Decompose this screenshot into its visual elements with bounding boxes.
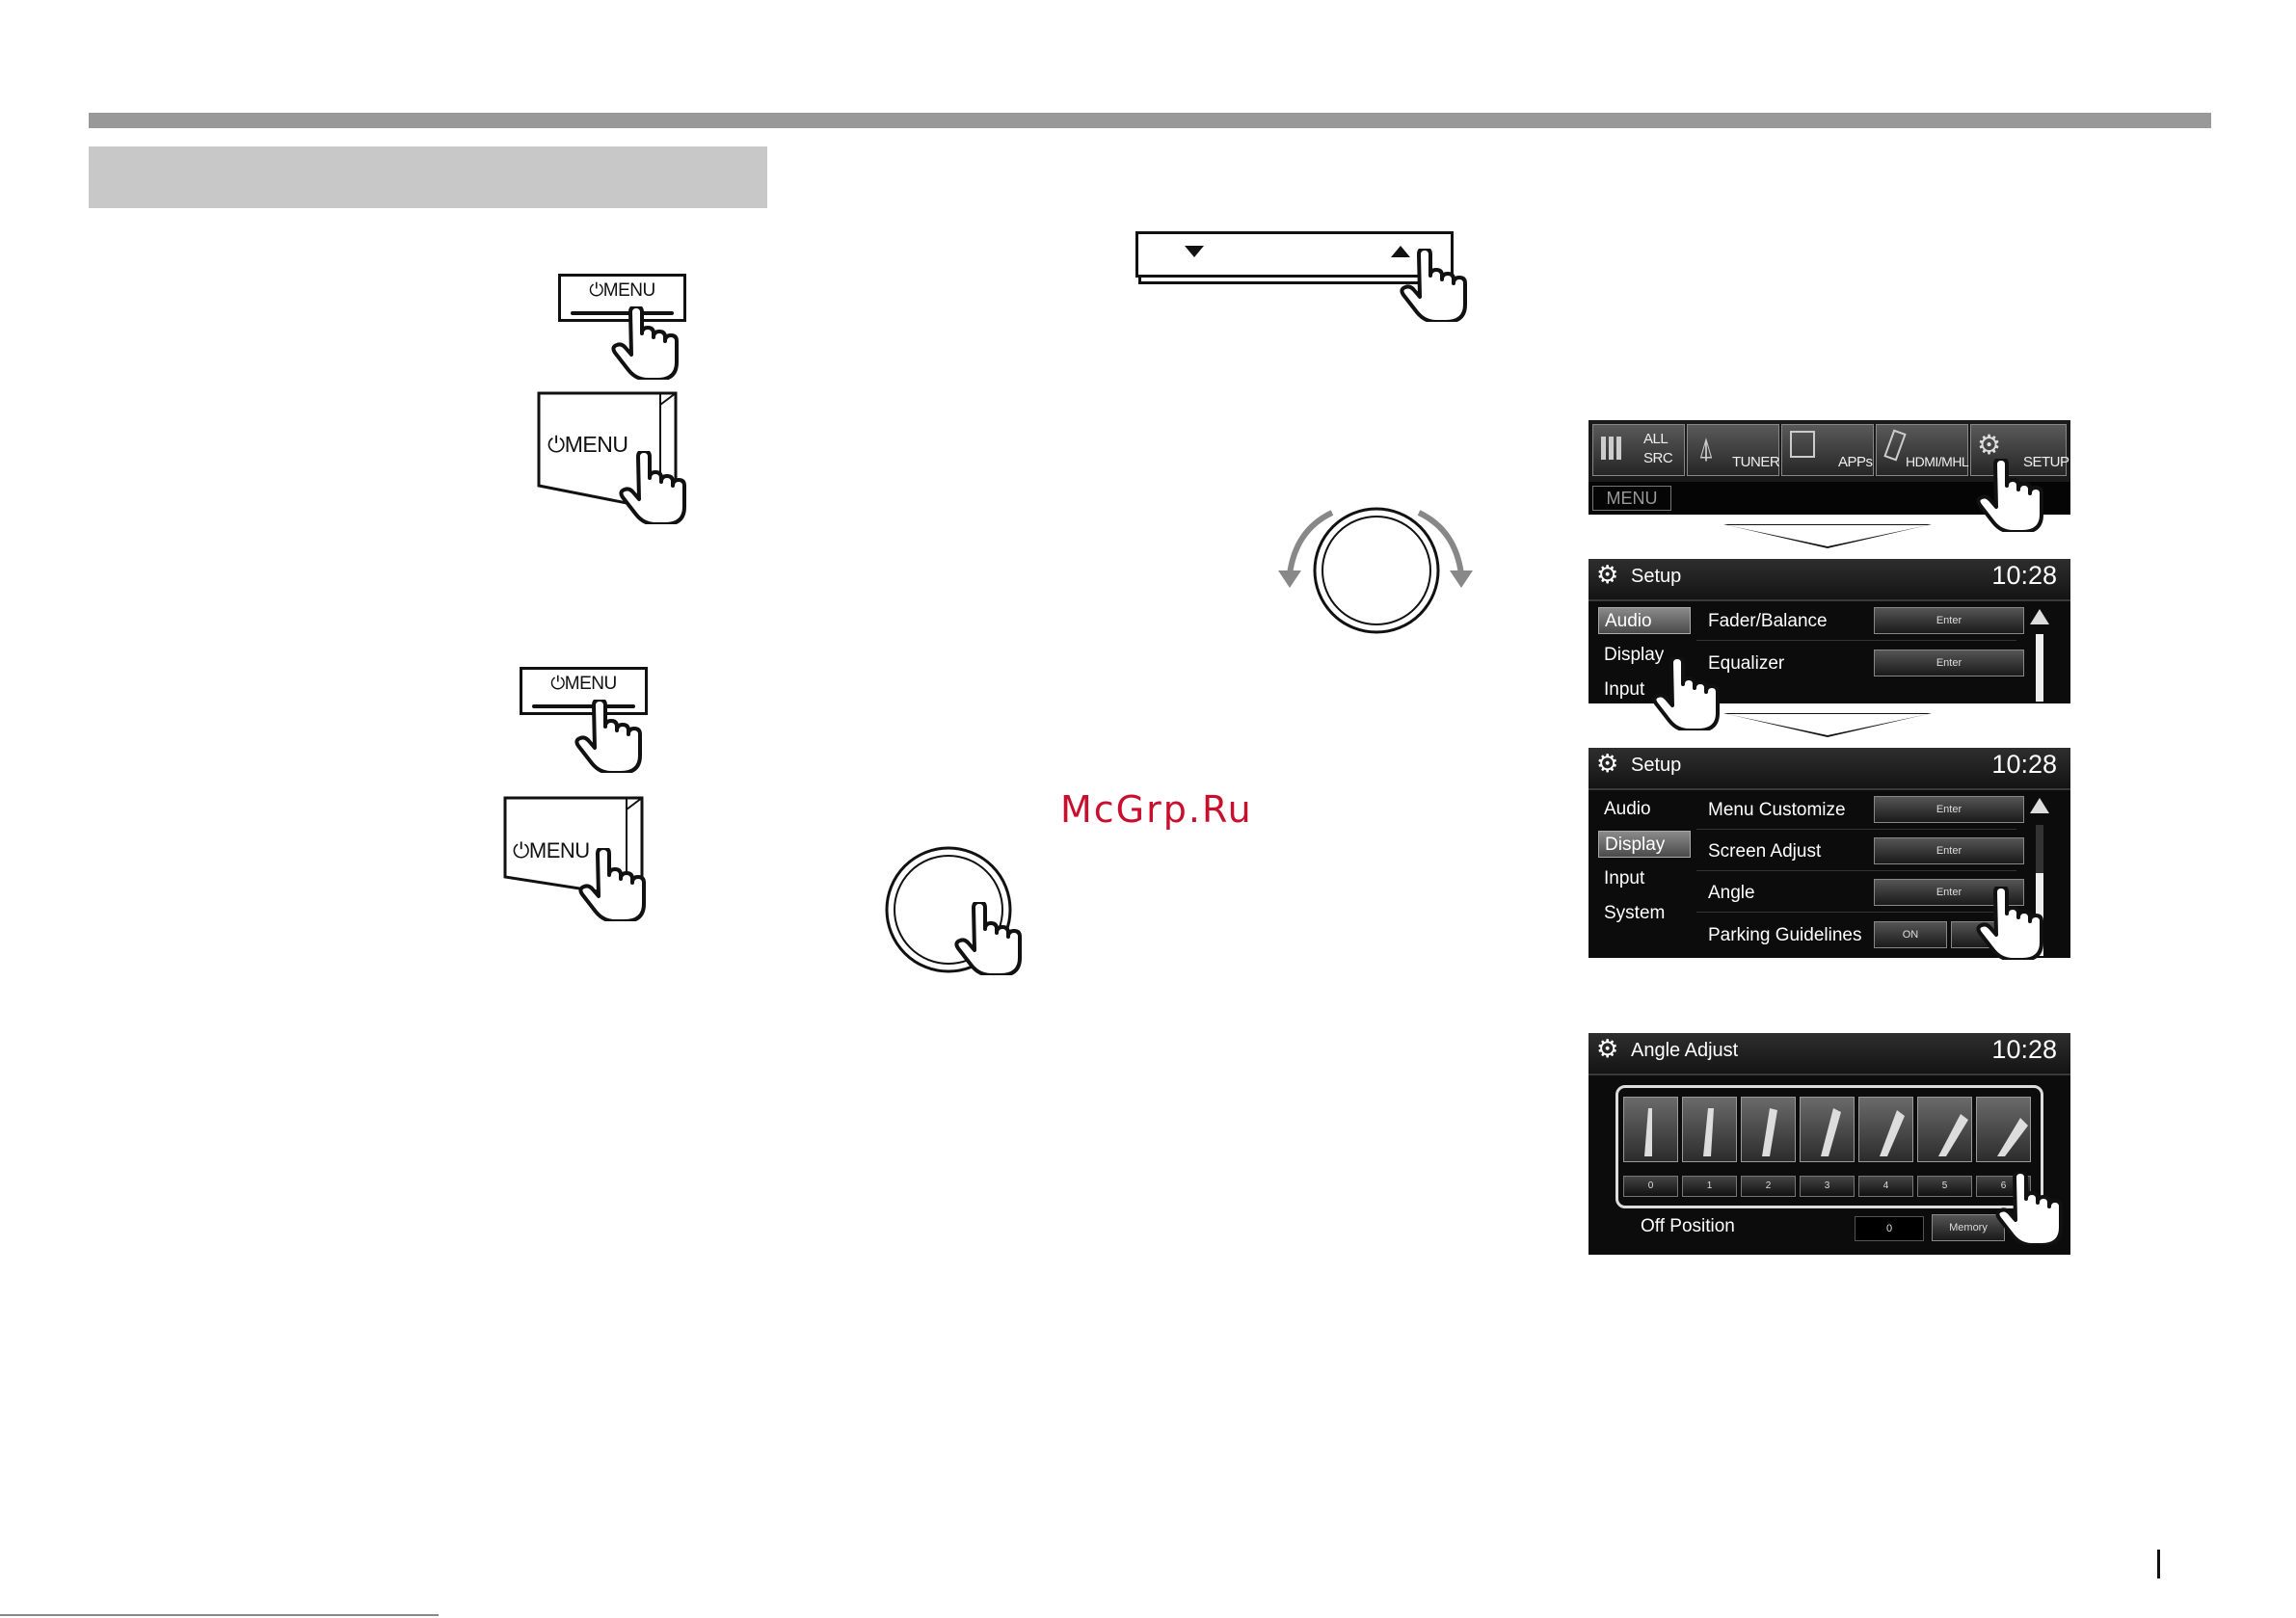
screen-header: ⚙ Angle Adjust 10:28	[1589, 1033, 2070, 1075]
source-button-hdmi[interactable]: HDMI/MHL	[1876, 424, 1969, 476]
screen-title: Setup	[1631, 755, 1682, 776]
angle-position-0[interactable]: 0	[1623, 1176, 1678, 1197]
angle-position-5[interactable]: 5	[1917, 1176, 1972, 1197]
source-label: SETUP	[2023, 454, 2069, 470]
angle-position-4[interactable]: 4	[1858, 1176, 1913, 1197]
angle-adjust-screen: ⚙ Angle Adjust 10:28 0 1 2 3 4 5 6 Off P…	[1589, 1033, 2070, 1255]
side-tab-display[interactable]: Display	[1598, 831, 1691, 858]
source-label: APPs	[1838, 454, 1873, 470]
hand-pointer-icon	[578, 848, 646, 921]
side-tab-input[interactable]: Input	[1604, 679, 1645, 700]
source-button-tuner[interactable]: ⍋ TUNER	[1687, 424, 1780, 476]
side-tab-audio[interactable]: Audio	[1598, 607, 1691, 634]
hand-pointer-icon	[954, 902, 1022, 975]
source-label: SRC	[1643, 450, 1673, 466]
row-separator	[1696, 829, 2016, 830]
step-arrow-fill	[1727, 714, 1928, 735]
enter-button[interactable]: Enter	[1874, 837, 2024, 864]
hand-pointer-icon	[1400, 249, 1467, 322]
monitor-angle-icons	[1644, 1108, 2028, 1156]
gear-icon: ⚙	[1977, 430, 2002, 460]
source-label: TUNER	[1732, 454, 1780, 470]
angle-position-1[interactable]: 1	[1682, 1176, 1737, 1197]
clock: 10:28	[1991, 750, 2057, 779]
side-tab-display[interactable]: Display	[1604, 645, 1665, 665]
row-separator	[1696, 912, 2016, 913]
hand-pointer-icon	[1976, 459, 2043, 532]
menu-button-flat-1[interactable]: ⏻MENU	[558, 274, 686, 322]
hand-pointer-icon	[574, 700, 642, 773]
menu-button-lip	[571, 311, 674, 315]
hand-pointer-icon	[1976, 887, 2043, 960]
row-label-menu-customize: Menu Customize	[1708, 800, 1846, 820]
setup-display-screen: ⚙ Setup 10:28 Audio Display Input System…	[1589, 748, 2070, 958]
section-heading-bar	[89, 146, 767, 208]
scroll-up-icon[interactable]	[2030, 609, 2049, 624]
power-icon: ⏻	[550, 674, 565, 694]
apps-icon	[1790, 431, 1815, 458]
off-position-value: 0	[1855, 1216, 1924, 1241]
menu-button-label: ⏻MENU	[550, 674, 617, 694]
hand-pointer-icon	[1652, 657, 1720, 730]
menu-button-lip	[532, 704, 635, 708]
gear-icon: ⚙	[1596, 1034, 1619, 1063]
menu-button-label: ⏻MENU	[589, 280, 655, 301]
menu-tab[interactable]: MENU	[1592, 486, 1671, 511]
rotary-knob-turn[interactable]	[1265, 491, 1486, 646]
side-tab-audio[interactable]: Audio	[1604, 799, 1651, 819]
enter-button[interactable]: Enter	[1874, 796, 2024, 823]
screen-header: ⚙ Setup 10:28	[1589, 748, 2070, 790]
clock: 10:28	[1991, 561, 2057, 590]
triangle-down-icon[interactable]	[1185, 246, 1204, 257]
step-arrow-fill	[1727, 525, 1928, 546]
side-tab-input[interactable]: Input	[1604, 868, 1645, 889]
power-icon: ⏻	[589, 280, 603, 301]
watermark-text: McGrp.Ru	[1060, 788, 1253, 831]
source-button-all-src[interactable]: ALL SRC	[1592, 424, 1685, 476]
angle-position-2[interactable]: 2	[1741, 1176, 1796, 1197]
clock: 10:28	[1991, 1035, 2057, 1064]
screen-title: Setup	[1631, 566, 1682, 587]
up-down-button-bar[interactable]	[1135, 231, 1454, 284]
row-label-fader-balance: Fader/Balance	[1708, 611, 1828, 631]
enter-button[interactable]: Enter	[1874, 607, 2024, 634]
menu-button-flat-2[interactable]: ⏻MENU	[520, 667, 648, 715]
angle-selection-frame	[1615, 1085, 2043, 1208]
scrollbar-thumb[interactable]	[2036, 634, 2043, 702]
grid-icon	[1601, 437, 1624, 460]
screen-header: ⚙ Setup 10:28	[1589, 559, 2070, 601]
antenna-icon: ⍋	[1697, 433, 1715, 464]
on-button[interactable]: ON	[1874, 921, 1947, 948]
row-label-equalizer: Equalizer	[1708, 653, 1785, 674]
phone-icon	[1883, 429, 1907, 462]
hand-pointer-icon	[1995, 1172, 2063, 1245]
top-rule	[89, 113, 2211, 128]
row-separator	[1696, 870, 2016, 871]
row-label-angle: Angle	[1708, 883, 1755, 903]
source-button-apps[interactable]: APPs	[1781, 424, 1874, 476]
row-label-screen-adjust: Screen Adjust	[1708, 841, 1822, 862]
footer-rule	[0, 1614, 439, 1616]
gear-icon: ⚙	[1596, 749, 1619, 778]
setup-audio-screen: ⚙ Setup 10:28 Audio Display Input Fader/…	[1589, 559, 2070, 703]
screen-title: Angle Adjust	[1631, 1040, 1739, 1061]
memory-button[interactable]: Memory	[1932, 1214, 2005, 1241]
side-tab-system[interactable]: System	[1604, 903, 1666, 923]
row-separator	[1696, 640, 2016, 641]
page-number-divider	[2157, 1550, 2160, 1578]
source-label: HDMI/MHL	[1906, 454, 1969, 469]
source-label: ALL	[1643, 431, 1669, 447]
scroll-up-icon[interactable]	[2030, 798, 2049, 813]
hand-pointer-icon	[611, 306, 679, 380]
triangle-up-icon[interactable]	[1391, 246, 1410, 257]
row-label-parking-guidelines: Parking Guidelines	[1708, 925, 1862, 945]
off-position-label: Off Position	[1641, 1216, 1735, 1236]
hand-pointer-icon	[619, 451, 686, 524]
angle-position-3[interactable]: 3	[1800, 1176, 1855, 1197]
menu-panel-label: ⏻MENU	[547, 432, 628, 457]
source-button-setup[interactable]: ⚙ SETUP	[1970, 424, 2069, 476]
enter-button[interactable]: Enter	[1874, 650, 2024, 676]
gear-icon: ⚙	[1596, 560, 1619, 589]
menu-panel-label: ⏻MENU	[513, 838, 590, 862]
